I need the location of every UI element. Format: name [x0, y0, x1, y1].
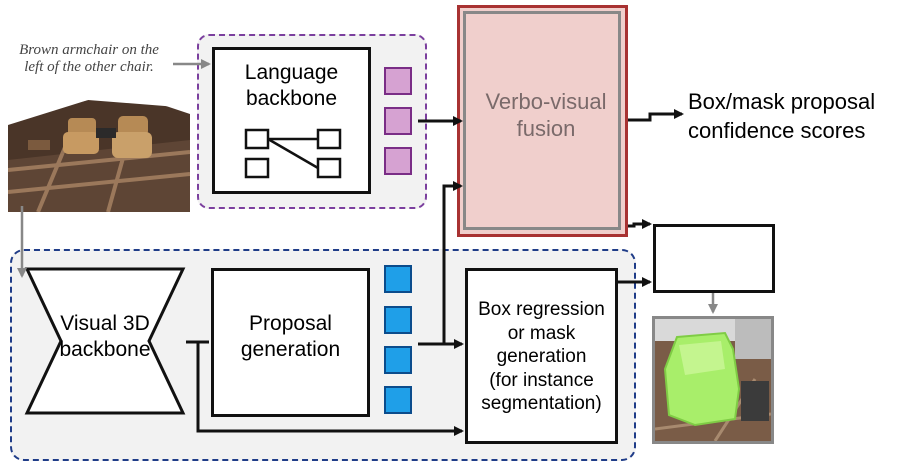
input-scene-image — [8, 100, 190, 212]
language-backbone-box — [212, 47, 371, 194]
graph-icon — [244, 128, 342, 179]
visual-token-2 — [384, 306, 412, 334]
language-token-2 — [384, 107, 412, 135]
visual-backbone-shape — [24, 267, 186, 415]
visual-token-1 — [384, 265, 412, 293]
confidence-score-box — [653, 224, 775, 293]
visual-token-4 — [384, 386, 412, 414]
output-segmentation-image — [652, 316, 774, 444]
visual-backbone-label: Visual 3D backbone — [59, 312, 151, 361]
language-token-1 — [384, 67, 412, 95]
language-token-3 — [384, 147, 412, 175]
proposal-generation-box — [211, 268, 370, 417]
box-regression-label: Box regression or mask generation (for i… — [478, 299, 605, 415]
language-backbone-label: Language backbone — [244, 61, 339, 110]
proposal-generation-label: Proposal generation — [240, 312, 341, 361]
fusion-inner-border — [463, 11, 621, 230]
query-text: Brown armchair on the left of the other … — [19, 42, 159, 75]
box-regression-box — [465, 268, 618, 444]
visual-token-3 — [384, 346, 412, 374]
output-label: Box/mask proposal confidence scores — [688, 89, 876, 143]
fusion-label: Verbo-visual fusion — [485, 89, 607, 141]
